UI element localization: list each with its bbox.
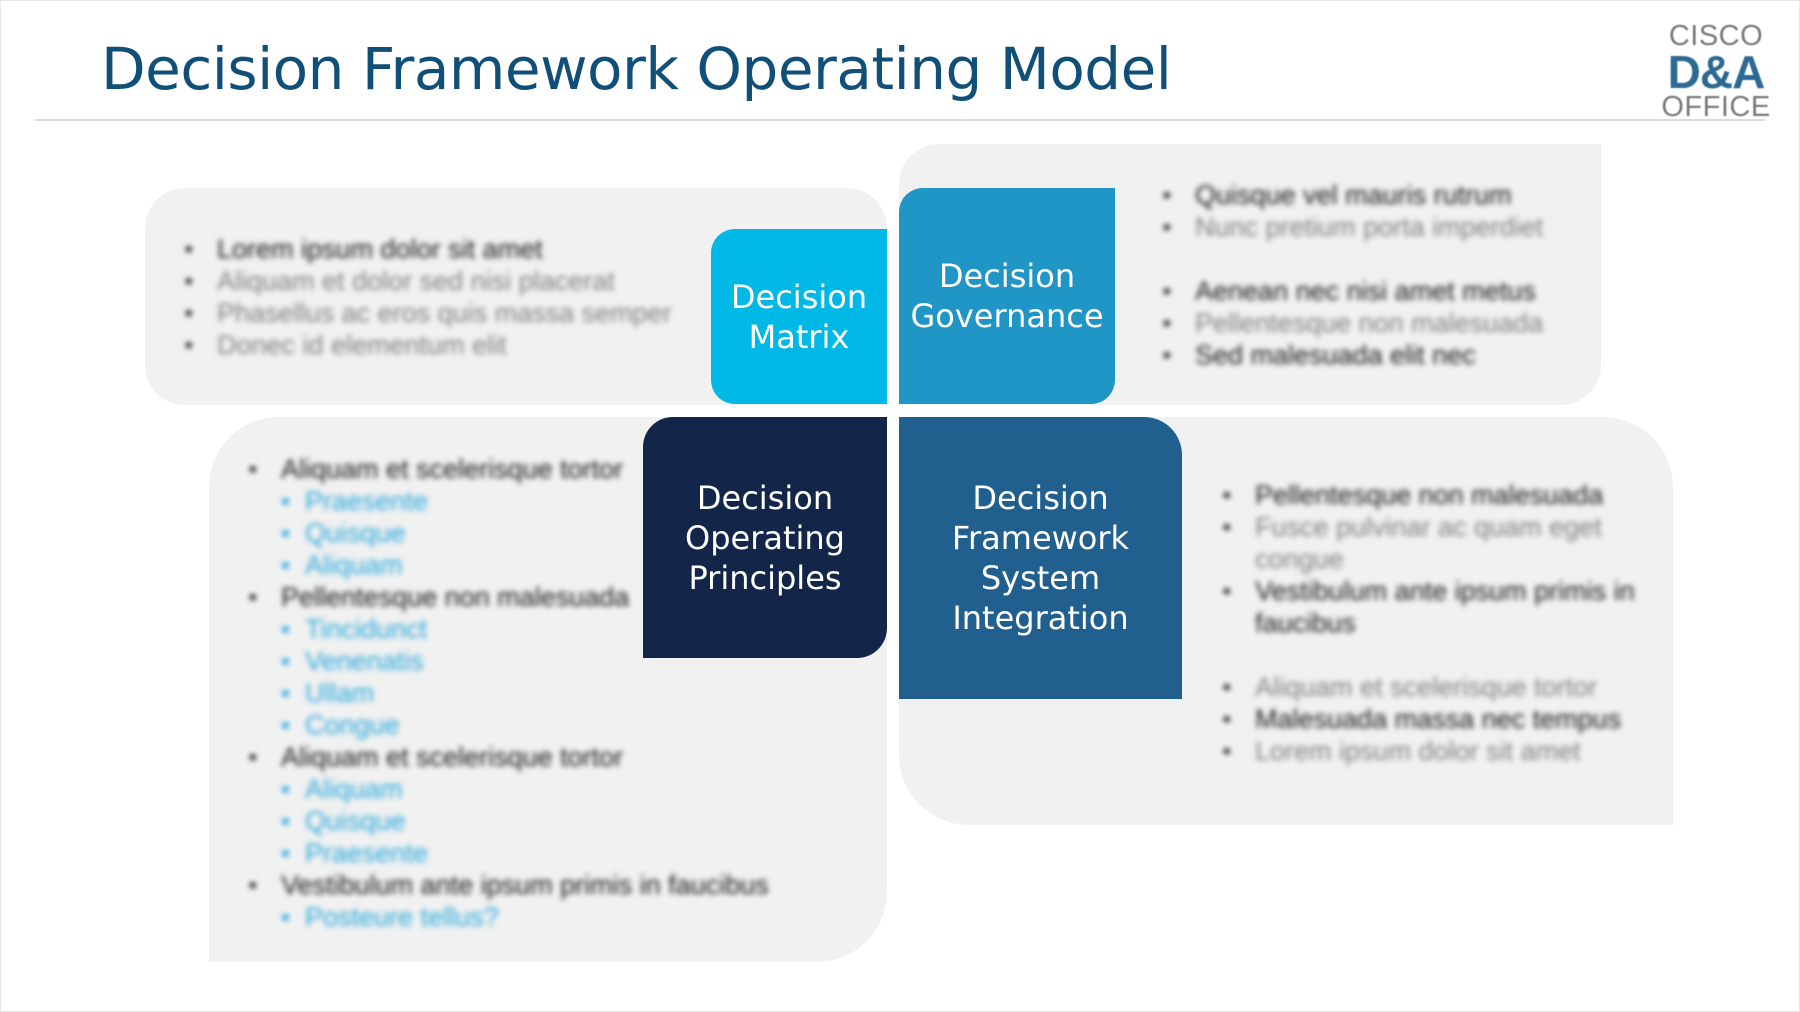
- list-item: Donec id elementum elit: [149, 329, 709, 361]
- decision-governance-tile: Decision Governance: [899, 188, 1115, 404]
- decision-matrix-tile: Decision Matrix: [711, 229, 887, 404]
- list-item: Pellentesque non malesuada: [1127, 307, 1597, 339]
- title-divider: [35, 119, 1765, 121]
- cisco-da-office-logo: CISCO D&A OFFICE: [1661, 20, 1771, 123]
- sub-list-item: Posteure tellus?: [213, 901, 793, 933]
- sub-list-item: Quisque: [213, 517, 793, 549]
- integration-bullet-list: Pellentesque non malesuada Fusce pulvina…: [1187, 479, 1673, 767]
- list-item: Malesuada massa nec tempus: [1187, 703, 1673, 735]
- list-item: Pellentesque non malesuada: [213, 581, 793, 613]
- tile-label-line: Framework: [951, 519, 1130, 557]
- sub-list-item: Aliquam: [213, 773, 793, 805]
- list-item: Quisque vel mauris rutrum: [1127, 179, 1597, 211]
- list-item: Phasellus ac eros quis massa semper: [149, 297, 709, 329]
- logo-line-2: D&A: [1667, 46, 1766, 98]
- tile-label-line: Decision: [938, 257, 1076, 295]
- tile-label-line: Decision: [730, 277, 868, 316]
- list-item: Pellentesque non malesuada: [1187, 479, 1673, 511]
- tile-label-line: Principles: [688, 558, 842, 597]
- sub-list-item: Tincidunct: [213, 613, 793, 645]
- list-item: Nunc pretium porta imperdiet: [1127, 211, 1597, 243]
- sub-list-item: Quisque: [213, 805, 793, 837]
- page-title: Decision Framework Operating Model: [101, 35, 1172, 103]
- list-item: Fusce pulvinar ac quam eget congue: [1187, 511, 1657, 575]
- list-item: Lorem ipsum dolor sit amet: [149, 233, 709, 265]
- list-item: Lorem ipsum dolor sit amet: [1187, 735, 1673, 767]
- list-item: Aliquam et dolor sed nisi placerat: [149, 265, 709, 297]
- tile-label-line: Matrix: [748, 317, 850, 356]
- list-item: Vestibulum ante ipsum primis in faucibus: [213, 869, 793, 901]
- sub-list-item: Praesente: [213, 837, 793, 869]
- logo-line-1: CISCO: [1668, 20, 1764, 52]
- list-item: Aliquam et scelerisque tortor: [213, 741, 793, 773]
- sub-list-item: Congue: [213, 709, 793, 741]
- decision-framework-system-integration-tile: Decision Framework System Integration: [899, 417, 1182, 699]
- list-item: Aliquam et scelerisque tortor: [213, 453, 793, 485]
- logo-line-3: OFFICE: [1661, 91, 1771, 123]
- sub-list-item: Praesente: [213, 485, 793, 517]
- principles-bullet-list: Aliquam et scelerisque tortor Praesente …: [213, 453, 793, 933]
- tile-label-line: Decision: [696, 478, 834, 517]
- sub-list-item: Aliquam: [213, 549, 793, 581]
- tile-label-line: Integration: [952, 599, 1129, 637]
- sub-list-item: Venenatis: [213, 645, 793, 677]
- tile-label-line: Operating: [685, 518, 845, 557]
- matrix-bullet-list: Lorem ipsum dolor sit amet Aliquam et do…: [149, 233, 709, 361]
- tile-label-line: System: [980, 559, 1101, 597]
- sub-list-item: Ullam: [213, 677, 793, 709]
- governance-bullet-list: Quisque vel mauris rutrum Nunc pretium p…: [1127, 179, 1597, 371]
- decision-operating-principles-tile: Decision Operating Principles: [643, 417, 887, 658]
- list-item: Aliquam et scelerisque tortor: [1187, 671, 1673, 703]
- tile-label-line: Decision: [972, 479, 1109, 517]
- list-item: Sed malesuada elit nec: [1127, 339, 1597, 371]
- list-item: Aenean nec nisi amet metus: [1127, 275, 1597, 307]
- tile-label-line: Governance: [910, 297, 1104, 335]
- list-item: Vestibulum ante ipsum primis in faucibus: [1187, 575, 1657, 639]
